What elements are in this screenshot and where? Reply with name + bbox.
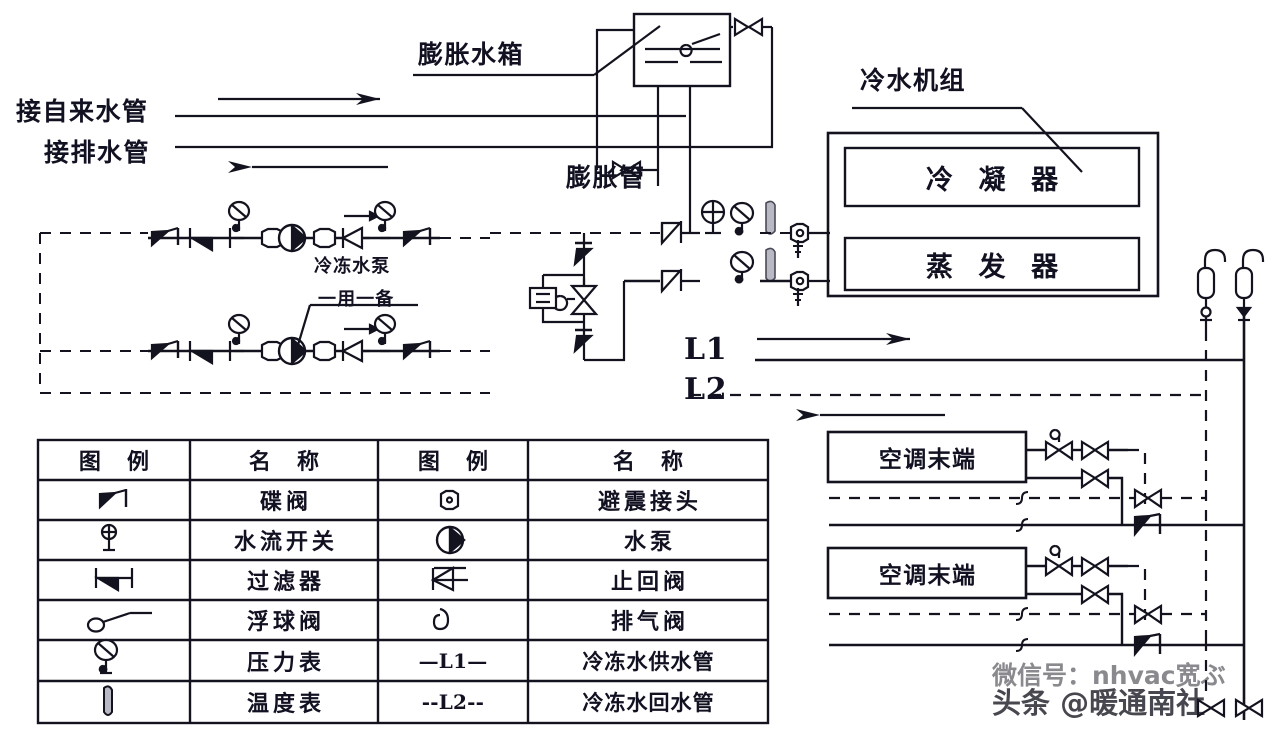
legend-name-flex-joint: 避震接头 [598, 490, 702, 515]
bypass-valve-bottom [573, 328, 594, 354]
legend-name-strainer: 过滤器 [247, 570, 325, 595]
chiller-unit-outer-box [826, 131, 1160, 298]
label-expansion-tank: 膨胀水箱 [418, 40, 525, 69]
legend-header-symbol-1: 图 例 [78, 450, 159, 475]
legend-name-thermometer: 温度表 [247, 692, 325, 717]
butterfly-valve-t1b [1080, 468, 1110, 490]
terminal-unit-2-label: 空调末端 [878, 563, 977, 589]
legend-name-return-pipe: 冷冻水回水管 [582, 691, 715, 715]
legend-name-butterfly-valve: 碟阀 [260, 490, 312, 515]
flex-joint-p2b [312, 340, 337, 362]
check-valve-p2 [340, 323, 381, 363]
legend-symbol-pressure-gauge [93, 638, 119, 675]
legend-name-pressure-gauge: 压力表 [247, 650, 325, 676]
pump-group-boundary [39, 232, 490, 394]
label-expansion-pipe: 膨胀管 [566, 163, 646, 192]
legend-symbol-float-valve [86, 611, 152, 633]
legend-symbol-pump [435, 525, 466, 555]
legend-name-flow-switch: 水流开关 [234, 530, 338, 555]
evaporator-box [843, 236, 1141, 292]
pressure-gauge-p2b [373, 313, 397, 353]
pump-1 [277, 223, 308, 253]
condenser-label: 冷 凝 器 [925, 164, 1067, 196]
legend-symbol-air-vent [432, 607, 450, 631]
legend-symbol-butterfly-valve [98, 488, 128, 510]
condenser-box [843, 146, 1141, 208]
bypass-control-valve [551, 278, 599, 316]
label-L2: L2 [684, 372, 728, 407]
control-valve-t2 [1044, 544, 1074, 578]
legend-name-pump: 水泵 [624, 530, 676, 555]
pressure-gauge-p2 [227, 313, 251, 353]
bypass-assembly [528, 233, 626, 362]
legend-symbol-check-valve [430, 566, 468, 592]
legend-symbol-flow-switch [100, 523, 118, 552]
tank-overflow-valve [611, 160, 642, 180]
butterfly-valve-t2c [1133, 604, 1163, 626]
label-chilled-pump: 冷冻水泵 [314, 256, 391, 277]
check-valve-upper [660, 221, 700, 246]
legend-symbol-strainer [94, 568, 134, 592]
legend-symbol-thermometer [103, 685, 113, 716]
butterfly-valve-t2a [1080, 556, 1110, 578]
expansion-tank-symbol [632, 12, 732, 88]
riser-bottom-valves [1196, 640, 1264, 718]
air-vent-riser-left [1196, 248, 1227, 640]
tank-inlet-valve [733, 17, 764, 37]
pressure-gauge-chiller-a [729, 201, 755, 236]
strainer-p1 [188, 228, 232, 252]
butterfly-valve-p2a [150, 339, 180, 361]
bypass-valve-top [573, 241, 594, 267]
terminal-unit-2-piping [826, 544, 1244, 658]
pump-2 [277, 336, 308, 366]
thermometer-lower [765, 247, 776, 282]
legend-symbol-flex-joint [439, 489, 460, 511]
flow-switch [700, 199, 726, 235]
legend-name-air-vent: 排气阀 [611, 610, 689, 635]
legend-header-name-2: 名 称 [612, 450, 693, 475]
butterfly-valve-t1a [1080, 440, 1110, 462]
balance-valve-t1 [1133, 512, 1162, 538]
label-L1: L1 [684, 332, 728, 367]
pump-branch-2 [148, 313, 490, 366]
evaporator-label: 蒸 发 器 [925, 251, 1067, 283]
check-valve-lower [660, 269, 700, 294]
pressure-gauge-p1 [227, 200, 251, 240]
label-drain-pipe: 接排水管 [44, 138, 151, 167]
legend-header-symbol-2: 图 例 [417, 450, 498, 475]
label-chiller-unit: 冷水机组 [860, 66, 967, 95]
balance-valve-t2 [1133, 632, 1162, 658]
terminal-unit-1-label: 空调末端 [878, 447, 977, 473]
pump-branch-1 [148, 200, 490, 253]
label-pump-duty-standby: 一用一备 [318, 289, 395, 310]
legend-symbol-L1-text: —L1— [418, 648, 488, 673]
thermometer-upper [765, 200, 776, 235]
legend-symbol-L2-text: --L2-- [421, 690, 485, 714]
air-vent-riser-right [1234, 248, 1265, 720]
chiller-inlet-lower [789, 270, 830, 306]
butterfly-valve-t2b [1080, 584, 1110, 606]
control-valve-t1 [1044, 428, 1074, 462]
pressure-gauge-chiller-b [729, 250, 755, 284]
terminal-unit-1-piping [826, 428, 1244, 538]
butterfly-valve-p1a [150, 226, 180, 248]
legend-header-name-1: 名 称 [248, 450, 329, 475]
pressure-gauge-p1b [373, 200, 397, 240]
butterfly-valve-p1b [402, 226, 432, 248]
check-valve-p1 [340, 210, 381, 250]
legend-table-grid [36, 438, 770, 725]
chiller-inlet-upper [789, 222, 830, 258]
label-tap-water-pipe: 接自来水管 [16, 97, 149, 126]
legend-name-supply-pipe: 冷冻水供水管 [582, 649, 715, 674]
butterfly-valve-p2b [402, 339, 432, 361]
strainer-p2 [188, 341, 232, 365]
flex-joint-p1b [312, 227, 337, 249]
legend-name-float-valve: 浮球阀 [247, 610, 325, 635]
legend-name-check-valve: 止回阀 [611, 570, 689, 595]
butterfly-valve-t1c [1133, 488, 1163, 510]
